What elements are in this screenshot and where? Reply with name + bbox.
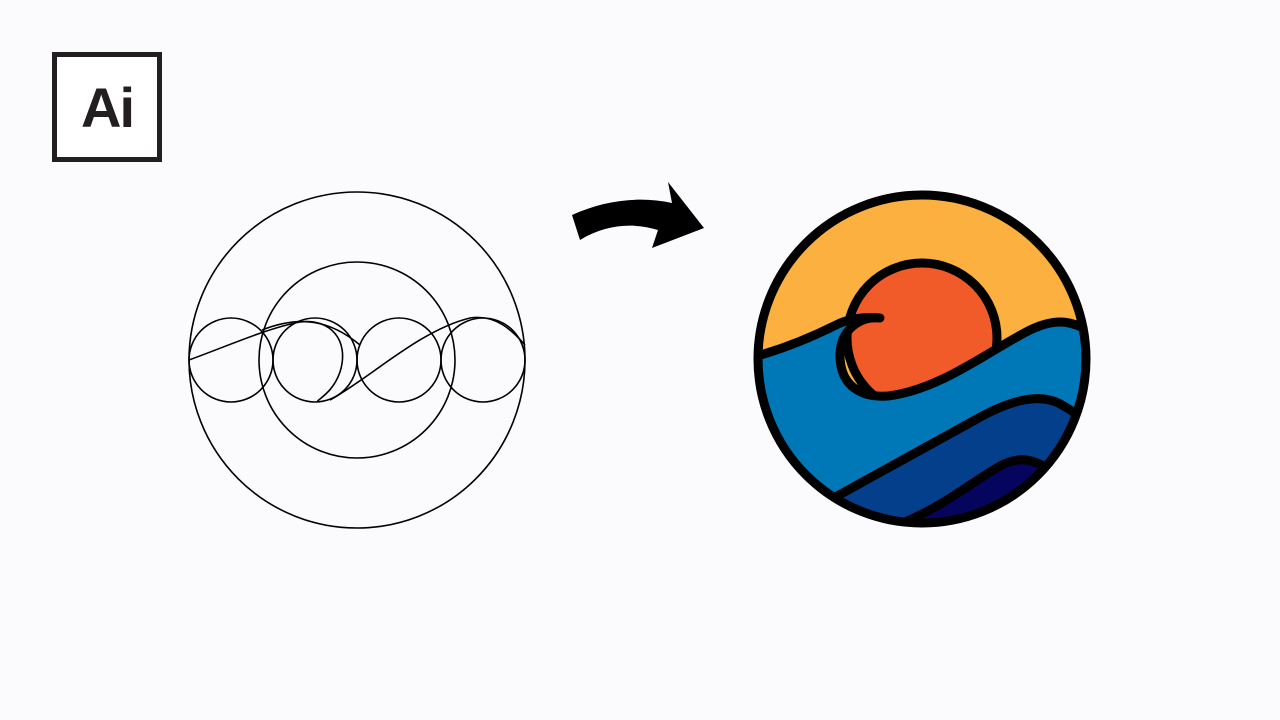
wave-guide-curve-3 [261,320,361,346]
small-guide-circle-4 [440,317,526,403]
small-guide-circle-2 [272,317,358,403]
emblem-outline [753,190,1091,528]
adobe-illustrator-icon: Ai [52,52,162,162]
small-guide-circle-1 [188,317,274,403]
inner-guide-circle [258,261,456,459]
small-guide-circle-3 [356,317,442,403]
wave-guide-curve-1 [188,320,344,403]
curved-arrow-icon [572,182,704,248]
logo-text: Ai [81,75,135,139]
sunset-wave-emblem [753,190,1091,528]
wireframe-construction-drawing [188,191,526,529]
wave-guide-curve-2 [329,316,526,401]
